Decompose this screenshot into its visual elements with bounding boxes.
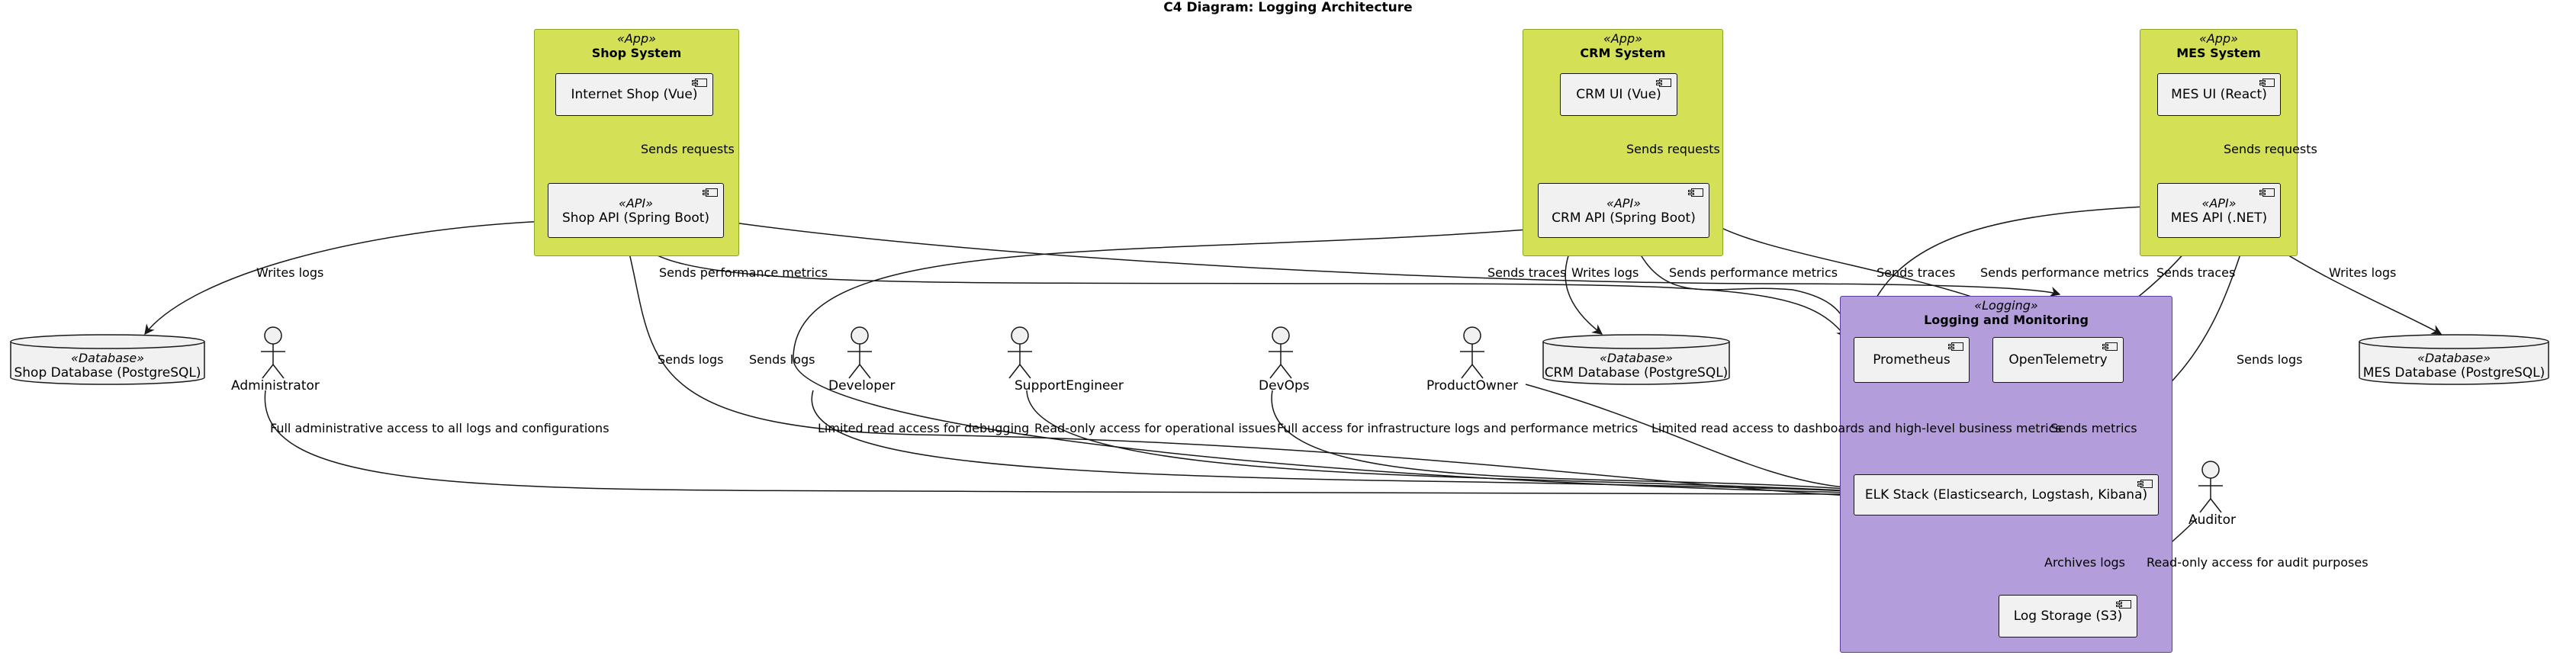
component-name: CRM UI (Vue) <box>1576 87 1661 102</box>
component-icon <box>2102 342 2118 351</box>
edge-label: Full administrative access to all logs a… <box>270 421 609 435</box>
database-crm[interactable]: «Database» CRM Database (PostgreSQL) <box>1543 351 1729 381</box>
edge-crm-perf-prometheus <box>1632 237 1854 339</box>
database-stereotype: «Database» <box>2417 351 2491 365</box>
component-icon <box>1948 342 1963 351</box>
edge-label: Sends traces <box>1877 265 1956 280</box>
actor-auditor[interactable]: Auditor <box>2188 512 2236 528</box>
component-icon <box>692 79 707 87</box>
edge-label: Sends logs <box>749 352 815 367</box>
edge-label: Writes logs <box>256 265 324 280</box>
component-icon <box>2137 480 2153 488</box>
component-name: MES UI (React) <box>2171 87 2267 102</box>
developer-actor-figure <box>847 326 872 379</box>
component-stereotype: «API» <box>618 195 654 210</box>
component-mes-ui[interactable]: MES UI (React) <box>2157 73 2281 116</box>
edge-shop-perf-prometheus <box>637 237 1847 339</box>
edge-devops-to-elk <box>1271 390 1854 494</box>
edge-admin-to-elk <box>264 390 1854 499</box>
package-stereotype: «App» <box>1603 31 1642 46</box>
component-opentelemetry[interactable]: OpenTelemetry <box>1992 337 2124 383</box>
package-stereotype: «Logging» <box>1974 298 2038 313</box>
database-name: MES Database (PostgreSQL) <box>2362 365 2545 381</box>
edge-shop-traces-otel <box>722 220 2061 297</box>
database-name: CRM Database (PostgreSQL) <box>1544 365 1729 381</box>
component-icon <box>2259 188 2275 197</box>
component-shop-api[interactable]: «API» Shop API (Spring Boot) <box>548 183 724 238</box>
component-internet-shop-ui[interactable]: Internet Shop (Vue) <box>555 73 713 116</box>
actor-devops[interactable]: DevOps <box>1259 378 1310 393</box>
component-icon <box>2116 600 2131 609</box>
supportengineer-actor-figure <box>1008 326 1032 379</box>
edge-dev-to-elk <box>811 390 1854 496</box>
database-shop[interactable]: «Database» Shop Database (PostgreSQL) <box>11 351 204 381</box>
edge-label: Writes logs <box>1571 265 1639 280</box>
package-name: CRM System <box>1580 46 1666 60</box>
component-crm-ui[interactable]: CRM UI (Vue) <box>1560 73 1677 116</box>
edge-label: Sends performance metrics <box>1980 265 2150 280</box>
administrator-actor-figure <box>261 326 285 379</box>
component-icon <box>1656 79 1671 87</box>
edge-label: Sends logs <box>658 352 724 367</box>
component-name: OpenTelemetry <box>2008 352 2108 368</box>
edge-shop-writes-db <box>144 220 548 336</box>
component-prometheus[interactable]: Prometheus <box>1854 337 1970 383</box>
database-stereotype: «Database» <box>1599 351 1674 365</box>
component-crm-api[interactable]: «API» CRM API (Spring Boot) <box>1538 183 1709 238</box>
edge-label: Sends metrics <box>2050 421 2137 435</box>
component-stereotype: «API» <box>1606 195 1642 210</box>
actor-productowner[interactable]: ProductOwner <box>1426 378 1519 393</box>
edge-po-to-elk <box>1525 384 1854 493</box>
database-mes[interactable]: «Database» MES Database (PostgreSQL) <box>2359 351 2549 381</box>
edge-label: Sends logs <box>2237 352 2303 367</box>
edge-label: Writes logs <box>2329 265 2397 280</box>
edge-label: Sends traces <box>2156 265 2236 280</box>
edge-label: Archives logs <box>2044 555 2126 570</box>
package-name: Shop System <box>591 46 682 60</box>
edge-label: Sends performance metrics <box>1669 265 1838 280</box>
edge-support-to-elk <box>1026 390 1854 496</box>
component-icon <box>2259 79 2275 87</box>
database-name: Shop Database (PostgreSQL) <box>14 365 201 381</box>
auditor-actor-figure <box>2198 461 2223 513</box>
package-stereotype: «App» <box>2198 31 2238 46</box>
package-name: MES System <box>2176 46 2261 60</box>
component-icon <box>703 188 718 197</box>
edge-label: Limited read access to dashboards and hi… <box>1651 421 2062 435</box>
edge-label: Full access for infrastructure logs and … <box>1277 421 1639 435</box>
edge-label: Sends traces <box>1487 265 1567 280</box>
component-elk-stack[interactable]: ELK Stack (Elasticsearch, Logstash, Kiba… <box>1854 474 2159 515</box>
shop-database-shape <box>10 334 205 385</box>
mes-database-shape <box>2359 334 2549 385</box>
edge-label: Sends performance metrics <box>659 265 828 280</box>
component-name: Internet Shop (Vue) <box>571 87 698 102</box>
database-stereotype: «Database» <box>70 351 145 365</box>
actor-administrator[interactable]: Administrator <box>231 378 320 393</box>
edge-label: Sends requests <box>1626 142 1720 156</box>
crm-database-shape <box>1542 334 1730 385</box>
productowner-actor-figure <box>1460 326 1484 379</box>
component-name: ELK Stack (Elasticsearch, Logstash, Kiba… <box>1864 487 2148 503</box>
actor-developer[interactable]: Developer <box>828 378 896 393</box>
actor-supportengineer[interactable]: SupportEngineer <box>1015 378 1124 393</box>
component-name: CRM API (Spring Boot) <box>1552 210 1696 226</box>
edge-label: Read-only access for operational issues <box>1034 421 1276 435</box>
diagram-title: C4 Diagram: Logging Architecture <box>1163 0 1413 15</box>
component-icon <box>1688 188 1703 197</box>
component-stereotype: «API» <box>2201 195 2237 210</box>
component-name: Shop API (Spring Boot) <box>561 210 710 226</box>
devops-actor-figure <box>1269 326 1293 379</box>
component-log-storage-s3[interactable]: Log Storage (S3) <box>1999 595 2137 637</box>
edge-label: Limited read access for debugging <box>818 421 1030 435</box>
edge-crm-logs-elk <box>793 228 1854 498</box>
edge-label: Read-only access for audit purposes <box>2147 555 2369 570</box>
edge-label: Sends requests <box>641 142 735 156</box>
package-name: Logging and Monitoring <box>1924 313 2089 327</box>
package-stereotype: «App» <box>616 31 656 46</box>
component-name: MES API (.NET) <box>2170 210 2268 226</box>
edge-label: Sends requests <box>2224 142 2317 156</box>
component-name: Log Storage (S3) <box>2013 609 2123 624</box>
component-mes-api[interactable]: «API» MES API (.NET) <box>2157 183 2281 238</box>
component-name: Prometheus <box>1873 352 1950 368</box>
